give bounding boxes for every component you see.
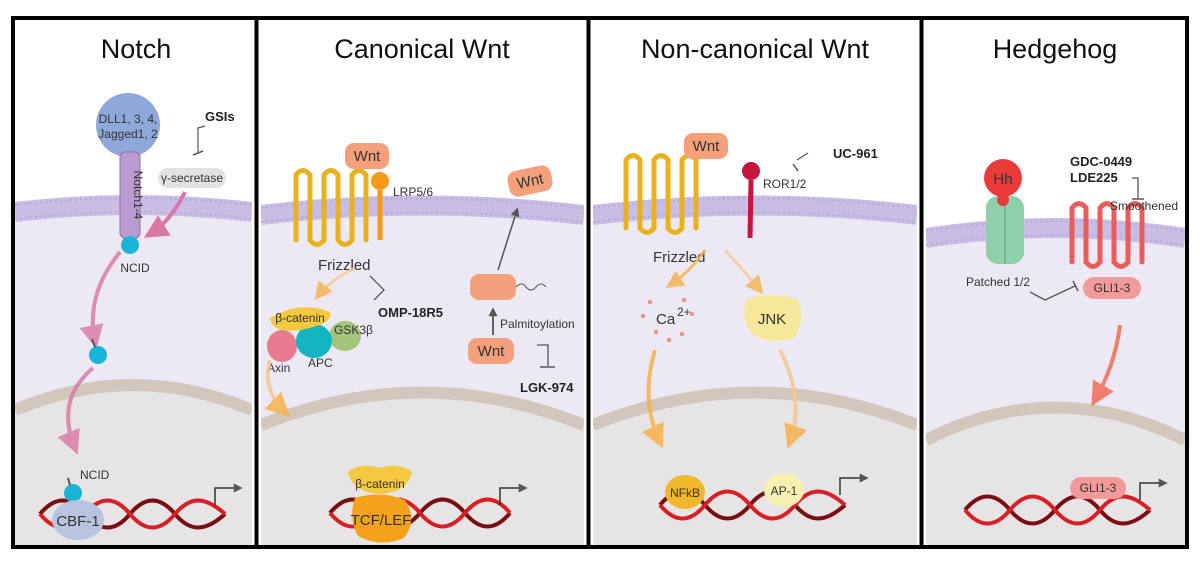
panel-title: Hedgehog [993, 34, 1118, 64]
nuclear-envelope [593, 386, 917, 431]
wnt-secreted [507, 165, 553, 197]
inhibitor-gdc0449: GDC-0449 [1070, 154, 1132, 169]
ligand-dll-jagged [96, 93, 160, 157]
wnt-ligand [684, 133, 728, 159]
calcium-superscript: 2+ [677, 305, 691, 319]
cbf1-label: CBF-1 [56, 513, 99, 530]
inhibitor-lde225: LDE225 [1070, 170, 1118, 185]
panel-title: Notch [101, 34, 172, 64]
nucleus [261, 392, 584, 545]
inhibitor-gsis: GSIs [205, 109, 235, 124]
axin-label: Axin [267, 361, 290, 375]
nicd-nucleus-label: NCID [80, 468, 110, 482]
gsk3b-label: GSK3β [334, 323, 373, 337]
frizzled-receptor [623, 153, 699, 235]
panel-title: Canonical Wnt [334, 34, 510, 64]
ror12-label: ROR1/2 [763, 177, 807, 191]
nfkb-label: NFkB [670, 486, 700, 500]
panel-title: Non-canonical Wnt [641, 34, 870, 64]
nicd-nucleus [64, 484, 82, 502]
wnt-ligand [345, 143, 389, 169]
panel-noncanonical-wnt: Non-canonical Wnt Wnt Frizzled ROR1/2 UC… [593, 20, 917, 545]
beta-catenin [270, 307, 331, 331]
gli-nucleus [1070, 477, 1126, 499]
nucleus [926, 407, 1185, 545]
calcium-label: Ca [656, 311, 676, 328]
nucleus [593, 392, 917, 545]
smoothened-label: Smoothened [1110, 199, 1178, 213]
lrp56 [371, 172, 389, 190]
wnt-secreted-label: Wnt [515, 170, 545, 192]
palmitoylation-label: Palmitoylation [500, 317, 575, 331]
ligand-label-1: DLL1, 3, 4, [99, 112, 158, 126]
tcf-lef [352, 494, 412, 543]
frizzled-label: Frizzled [653, 249, 706, 266]
wnt-inner [468, 338, 514, 364]
tcf-lef-label: TCF/LEF [351, 512, 412, 529]
gamma-secretase-label: γ-secretase [161, 171, 223, 185]
frizzled-receptor [293, 168, 369, 247]
notch-receptor-label: Notch1-4 [131, 171, 145, 220]
axin [267, 330, 297, 362]
frizzled-label: Frizzled [318, 257, 371, 274]
nicd-membrane-label: NCID [120, 261, 150, 275]
panel-canonical-wnt: Canonical Wnt Wnt LRP5/6 Frizzled OMP-18… [261, 20, 584, 545]
nfkb [665, 475, 705, 509]
apc-label: APC [308, 356, 333, 370]
beta-catenin-nucleus-label: β-catenin [355, 477, 405, 491]
nuclear-envelope [15, 379, 252, 416]
cbf1 [52, 500, 104, 540]
destruction-complex: β-catenin GSK3β Axin APC [267, 307, 373, 375]
hh-ligand [984, 159, 1022, 197]
jnk-label: JNK [758, 311, 786, 328]
transcription-arrow [214, 483, 243, 505]
cell-membrane [593, 195, 917, 225]
beta-catenin-label: β-catenin [275, 311, 325, 325]
gli-nucleus-label: GLI1-3 [1080, 481, 1117, 495]
nicd-cytoplasm [89, 346, 107, 364]
nicd-translocation-arrow [79, 250, 122, 350]
smoothened-receptor [1069, 201, 1145, 269]
panel-hedgehog: Hedgehog Hh Patched 1/2 Smoothened GDC-0… [926, 20, 1185, 545]
wnt-ligand-label: Wnt [693, 138, 721, 155]
gli-cytoplasm-label: GLI1-3 [1094, 281, 1131, 295]
ror12 [742, 162, 760, 180]
cell-membrane [261, 195, 584, 225]
beta-catenin-nucleus [348, 465, 412, 494]
cell-membrane [926, 218, 1185, 248]
patched-label: Patched 1/2 [966, 275, 1030, 289]
ap1 [764, 473, 804, 507]
inhibitor-omp18r5: OMP-18R5 [378, 305, 443, 320]
nuclear-envelope [261, 386, 584, 431]
panel-notch: Notch DLL1, 3, 4, Jagged1, 2 Notch1-4 GS… [15, 20, 252, 545]
gamma-secretase [158, 168, 226, 188]
jnk [744, 295, 802, 342]
gsk3b [329, 321, 361, 351]
lrp56-label: LRP5/6 [393, 185, 433, 199]
nicd-membrane [121, 236, 139, 254]
wnt-palmitoylated [470, 274, 516, 300]
panel-borders [11, 16, 1189, 549]
nuclear-envelope [926, 401, 1185, 446]
inhibitor-uc961: UC-961 [833, 146, 878, 161]
calcium: Ca 2+ [640, 297, 695, 343]
apc [296, 324, 332, 358]
inhibitor-lgk974: LGK-974 [520, 380, 574, 395]
wnt-ligand-label: Wnt [354, 148, 382, 165]
wnt-inner-label: Wnt [478, 343, 506, 360]
hh-label: Hh [993, 171, 1012, 188]
ligand-label-2: Jagged1, 2 [98, 127, 158, 141]
ap1-label: AP-1 [771, 484, 798, 498]
gli-cytoplasm [1083, 277, 1141, 299]
